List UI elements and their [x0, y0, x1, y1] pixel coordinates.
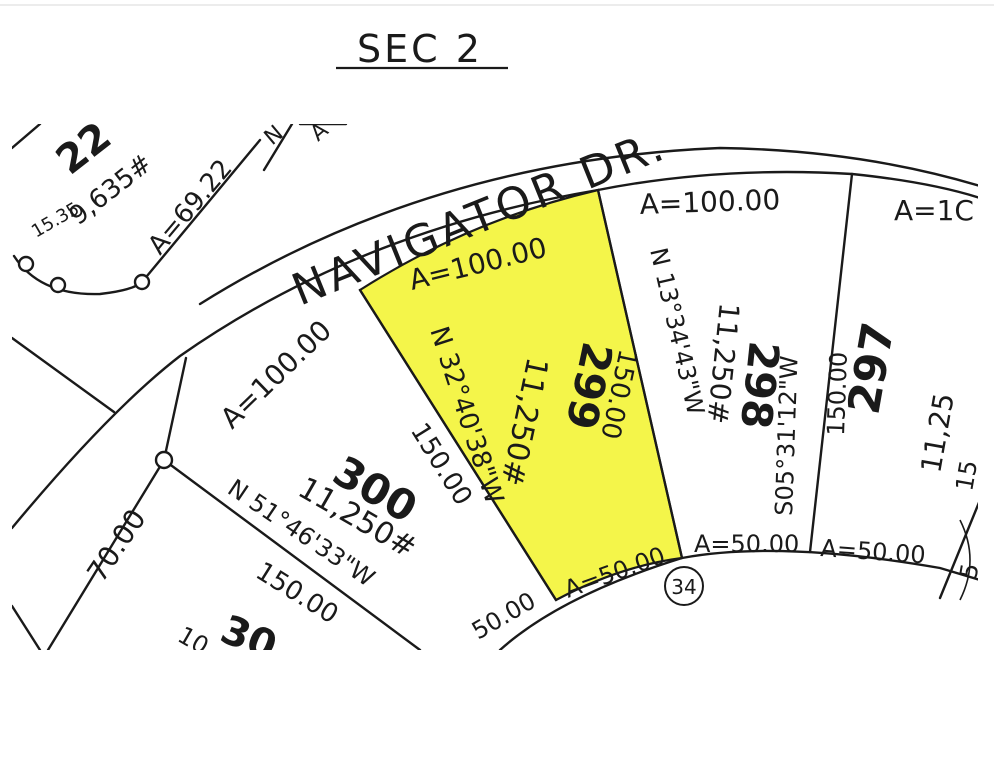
iron-pin	[17, 255, 35, 273]
lot-upper-curve: 15.35	[28, 198, 83, 242]
lot-298-number: 298	[731, 339, 789, 431]
lot-297-extra: 15	[950, 458, 983, 493]
street-upper-edge	[198, 146, 978, 306]
lot-300-side: 70.00	[80, 503, 152, 588]
fragment-a: A	[306, 118, 334, 147]
lot-298-right-depth: 150.00	[822, 351, 853, 436]
lot-298-rear-arc: A=50.00	[694, 530, 799, 558]
iron-pin	[49, 276, 67, 294]
lot-301-number: 30	[214, 607, 283, 671]
lot-297-area: 11,25	[914, 391, 960, 476]
lot-line-298-297	[808, 172, 854, 554]
lot-line-300-front	[162, 356, 188, 462]
lot-line-300-299	[358, 288, 558, 602]
lot-297-bracket	[959, 519, 971, 601]
iron-pin	[133, 273, 151, 291]
upper-left-lot-line-a	[140, 138, 262, 284]
lot-298-right-line: S05°31'12"W	[770, 355, 804, 516]
lot-297-front-arc: A=1C	[894, 194, 974, 227]
fragment-right-edge: 5	[954, 561, 984, 581]
lot-line-299-298	[596, 188, 684, 560]
lot-line-bottom-left	[12, 604, 42, 650]
corner-marker-label: 34	[671, 575, 696, 599]
lot-line-left	[46, 458, 166, 650]
lot-line-300-301	[162, 458, 422, 650]
section-title: SEC 2	[357, 27, 483, 71]
lot-line-297-next	[938, 501, 978, 600]
lot-line-far-left	[12, 336, 116, 414]
upper-left-lot-line-b	[262, 124, 294, 172]
lot-297-rear-arc: A=50.00	[820, 534, 927, 569]
lot-300-front-arc: A=100.00	[214, 314, 338, 435]
corner-marker	[664, 566, 704, 606]
iron-pin	[154, 450, 174, 470]
partial-lot-curve	[12, 254, 144, 296]
upper-left-lot-line-d	[12, 124, 42, 150]
fragment-n: N	[260, 121, 289, 151]
lot-301-fragment: 10	[173, 621, 213, 661]
lot-297-number: 297	[839, 319, 905, 418]
rear-lot-line	[498, 549, 978, 650]
street-lower-edge	[12, 170, 978, 530]
lot-298-left-line: N 13°34'43"W	[644, 245, 710, 418]
lot-298-front-arc: A=100.00	[639, 183, 781, 221]
lot-301-rear-arc: 50.00	[467, 587, 541, 646]
lot-upper-arc: A=69.22	[142, 154, 238, 261]
